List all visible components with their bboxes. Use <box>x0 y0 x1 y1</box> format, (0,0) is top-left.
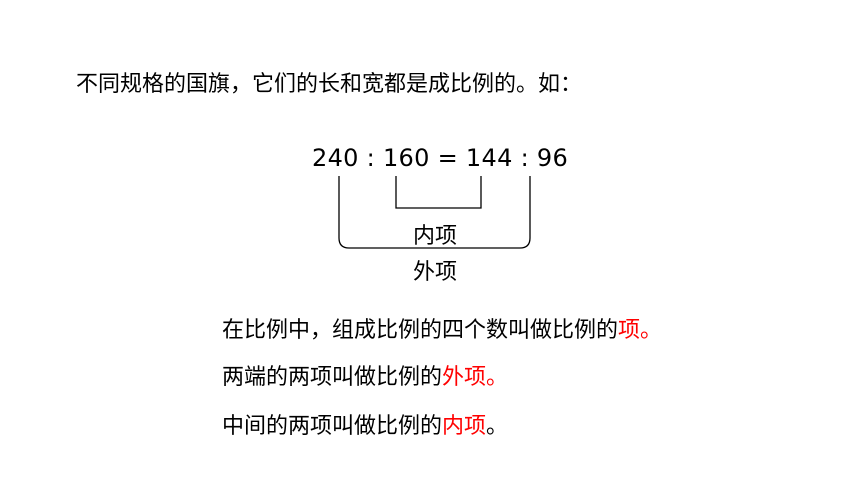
definition-text: 中间的两项叫做比例的 <box>222 414 443 439</box>
highlight-term: 内项 <box>442 414 487 439</box>
highlight-term: 项。 <box>618 318 663 343</box>
definition-line-outer: 两端的两项叫做比例的外项。 <box>222 359 508 391</box>
definition-line-inner: 中间的两项叫做比例的内项。 <box>222 408 508 440</box>
inner-term-bracket <box>395 176 482 209</box>
intro-text: 不同规格的国旗，它们的长和宽都是成比例的。如： <box>76 72 583 97</box>
proportion-equation: 240 : 160 = 144 : 96 <box>312 144 569 172</box>
outer-term-label: 外项 <box>413 260 458 285</box>
highlight-term: 外项。 <box>442 365 509 390</box>
inner-term-label: 内项 <box>413 224 458 249</box>
outer-term-bracket <box>338 176 531 249</box>
definition-line-terms: 在比例中，组成比例的四个数叫做比例的项。 <box>222 312 662 344</box>
definition-tail: 。 <box>486 414 509 439</box>
definition-text: 在比例中，组成比例的四个数叫做比例的 <box>222 318 619 343</box>
definition-text: 两端的两项叫做比例的 <box>222 365 443 390</box>
